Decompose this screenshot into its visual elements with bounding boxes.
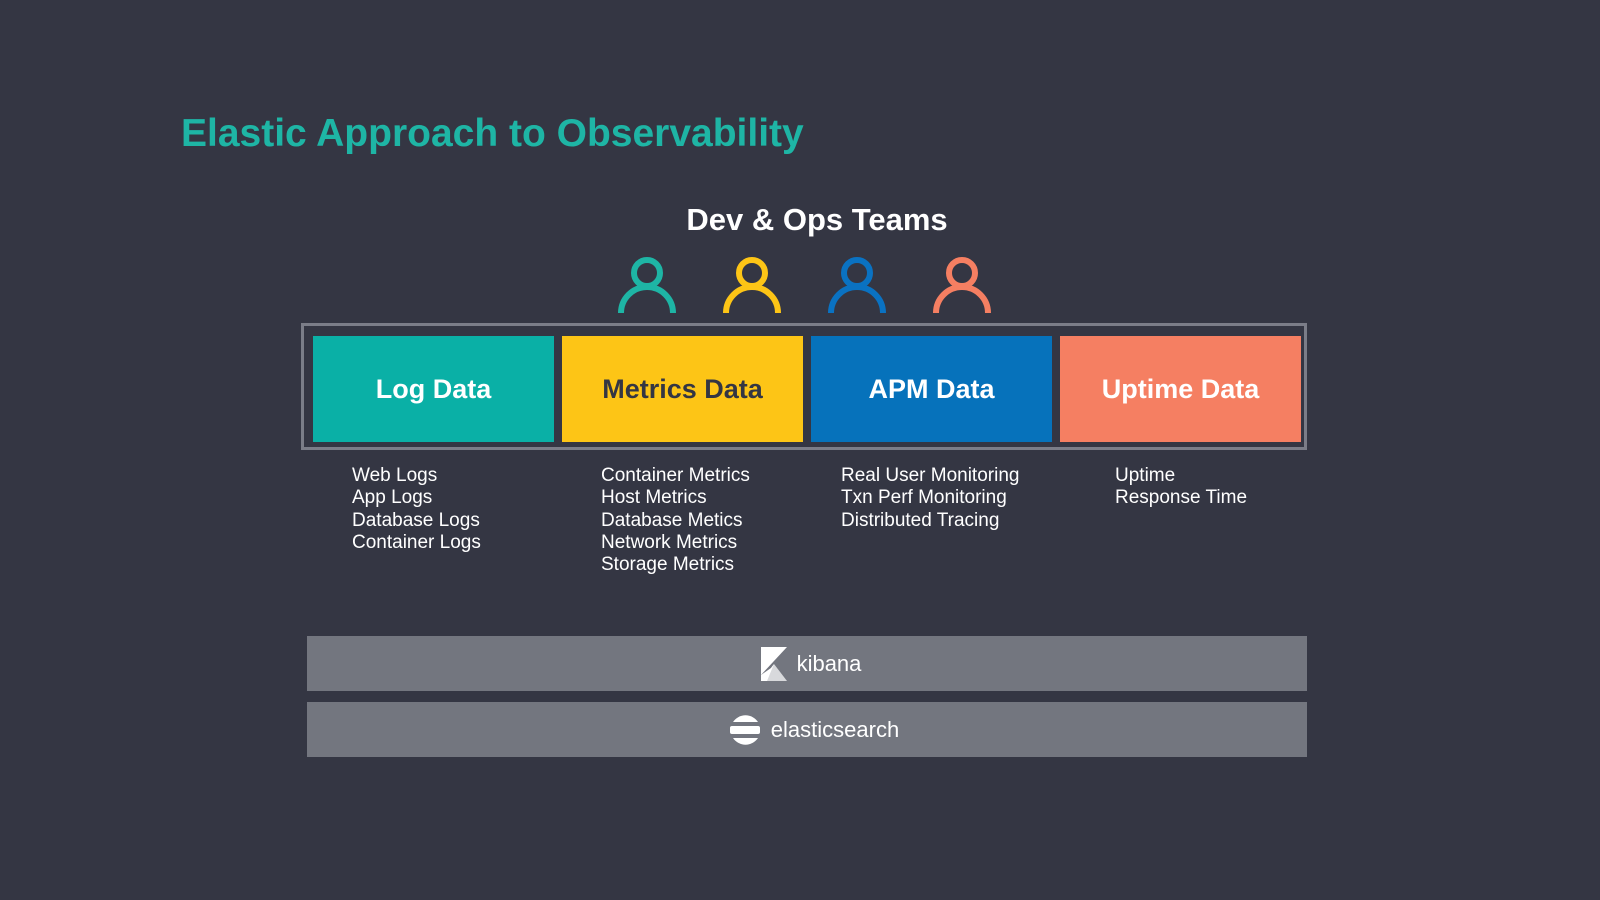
data-sources-frame: [301, 323, 1307, 450]
list-item: Storage Metrics: [601, 554, 735, 576]
list-item: Distributed Tracing: [841, 509, 1000, 531]
apm-data-label: APM Data: [868, 373, 995, 404]
person-icon: [933, 257, 991, 314]
list-item: Container Logs: [352, 531, 481, 553]
list-item: Txn Perf Monitoring: [841, 487, 1007, 509]
metrics-data-items: Container Metrics Host Metrics Database …: [601, 465, 750, 576]
uptime-data-box: Uptime Data: [1060, 336, 1301, 442]
uptime-data-label: Uptime Data: [1101, 373, 1260, 404]
apm-data-items: Real User Monitoring Txn Perf Monitoring…: [841, 465, 1019, 532]
kibana-bar: kibana: [307, 636, 1307, 691]
page-title: Elastic Approach to Observability: [181, 112, 804, 155]
list-item: Web Logs: [352, 465, 438, 486]
elasticsearch-label: elasticsearch: [770, 716, 900, 742]
list-item: Real User Monitoring: [841, 465, 1020, 486]
list-item: Response Time: [1115, 487, 1248, 509]
log-data-items: Web Logs App Logs Database Logs Containe…: [352, 465, 481, 554]
kibana-logo-icon: [760, 646, 787, 681]
person-icon: [828, 257, 886, 314]
teams-label: Dev & Ops Teams: [686, 202, 948, 237]
person-icon: [723, 257, 781, 314]
list-item: Host Metrics: [601, 487, 707, 509]
list-item: Database Logs: [352, 509, 480, 531]
list-item: Container Metrics: [601, 465, 750, 486]
list-item: App Logs: [352, 487, 433, 509]
list-item: Database Metics: [601, 509, 743, 531]
kibana-label: kibana: [796, 650, 862, 676]
apm-data-box: APM Data: [811, 336, 1052, 442]
list-item: Network Metrics: [601, 531, 738, 553]
log-data-box: Log Data: [313, 336, 554, 442]
elasticsearch-logo-icon: [729, 714, 760, 745]
uptime-data-items: Uptime Response Time: [1115, 465, 1247, 510]
elasticsearch-bar: elasticsearch: [307, 702, 1307, 757]
list-item: Uptime: [1115, 465, 1176, 486]
person-icon: [618, 257, 676, 314]
log-data-label: Log Data: [375, 373, 492, 404]
metrics-data-label: Metrics Data: [602, 373, 763, 404]
metrics-data-box: Metrics Data: [562, 336, 803, 442]
